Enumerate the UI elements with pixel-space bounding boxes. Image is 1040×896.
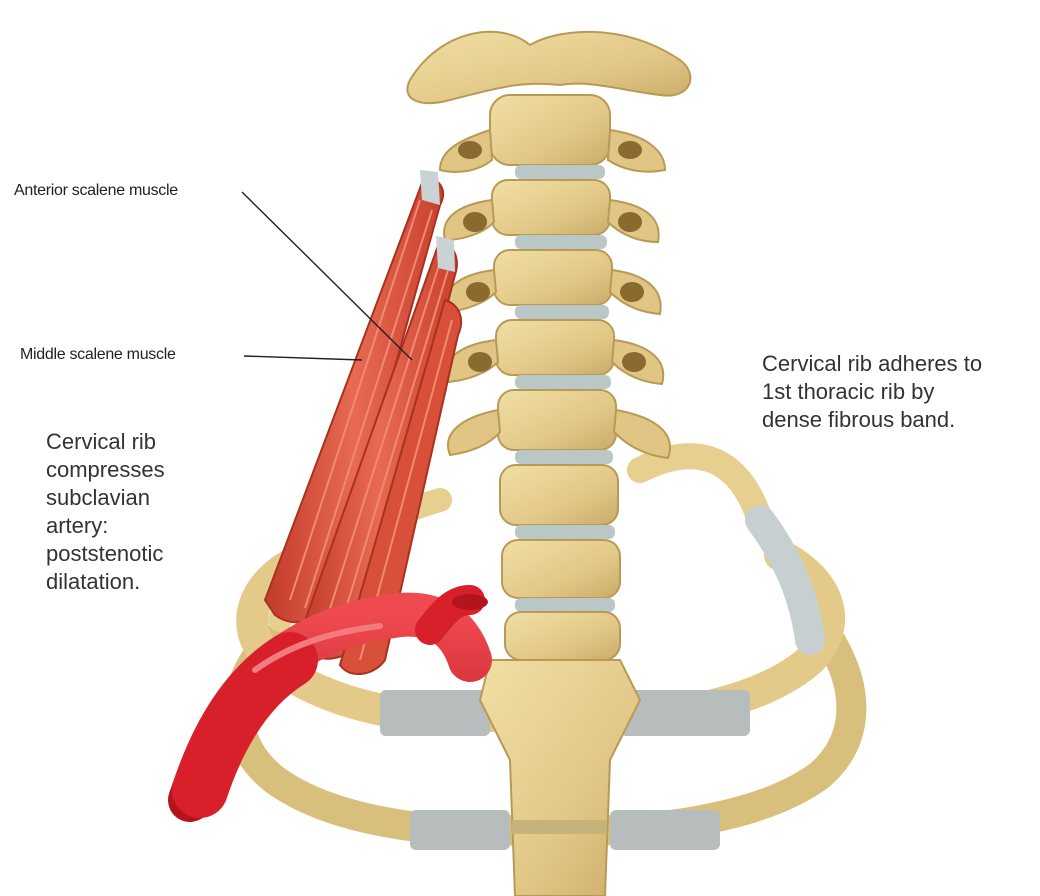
note-line: artery: (46, 512, 165, 540)
sternal-joint (512, 820, 607, 834)
note-line: Cervical rib adheres to (762, 350, 982, 378)
cervical-rib-compression-note: Cervical rib compresses subclavian arter… (46, 428, 165, 596)
costal-cartilage-right-2 (610, 810, 720, 850)
anterior-scalene-label: Anterior scalene muscle (14, 182, 178, 200)
cervical-rib-right (640, 456, 760, 520)
note-line: dense fibrous band. (762, 406, 982, 434)
fibrous-band (760, 520, 810, 640)
note-line: poststenotic (46, 540, 165, 568)
note-line: Cervical rib (46, 428, 165, 456)
leader-middle-scalene (244, 356, 362, 360)
cervical-rib-adhesion-note: Cervical rib adheres to 1st thoracic rib… (762, 350, 982, 434)
note-line: compresses (46, 456, 165, 484)
note-line: subclavian (46, 484, 165, 512)
costal-cartilage-left-2 (410, 810, 510, 850)
note-line: dilatation. (46, 568, 165, 596)
note-line: 1st thoracic rib by (762, 378, 982, 406)
costal-cartilage-left-1 (380, 690, 490, 736)
middle-scalene-label: Middle scalene muscle (20, 346, 176, 364)
atlas (407, 32, 690, 103)
manubrium (480, 660, 640, 896)
